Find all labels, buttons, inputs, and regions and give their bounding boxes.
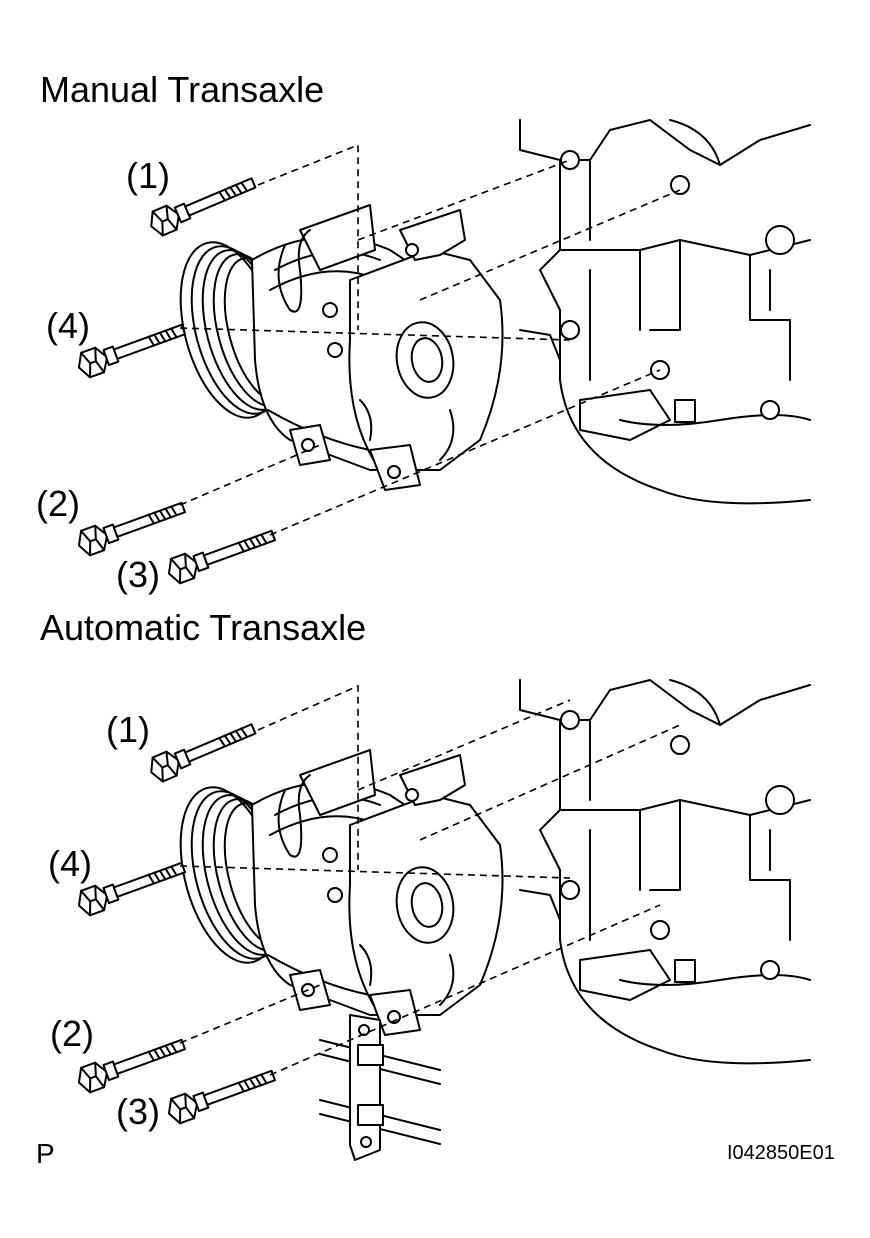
manual-engine-block: [519, 119, 811, 505]
auto-bolt-4: [73, 854, 189, 919]
manual-bolt-2: [73, 494, 189, 559]
callout-manual-2: (2): [36, 483, 80, 524]
auto-engine-block: [519, 679, 811, 1065]
manual-bolt-3: [163, 522, 279, 587]
manual-guide-lines: [179, 143, 681, 536]
page-mark: P: [36, 1138, 55, 1169]
manual-bolt-1: [145, 169, 260, 240]
callout-auto-1: (1): [106, 709, 150, 750]
callout-manual-1: (1): [126, 155, 170, 196]
auto-bolt-1: [145, 715, 260, 786]
callout-auto-3: (3): [116, 1091, 160, 1132]
auto-bolt-2: [73, 1031, 189, 1096]
callout-auto-2: (2): [50, 1013, 94, 1054]
manual-compressor: [162, 204, 504, 491]
callout-manual-4: (4): [46, 305, 90, 346]
section-title-automatic: Automatic Transaxle: [40, 607, 367, 648]
manual-bolt-4: [73, 316, 189, 381]
section-title-manual: Manual Transaxle: [40, 69, 325, 110]
auto-pipe-clamp: [319, 1014, 441, 1161]
auto-bolt-3: [163, 1062, 279, 1127]
callout-auto-4: (4): [48, 843, 92, 884]
callout-manual-3: (3): [116, 554, 160, 595]
figure-id: I042850E01: [727, 1142, 835, 1164]
auto-compressor: [162, 749, 504, 1036]
auto-guide-lines: [179, 684, 681, 1076]
